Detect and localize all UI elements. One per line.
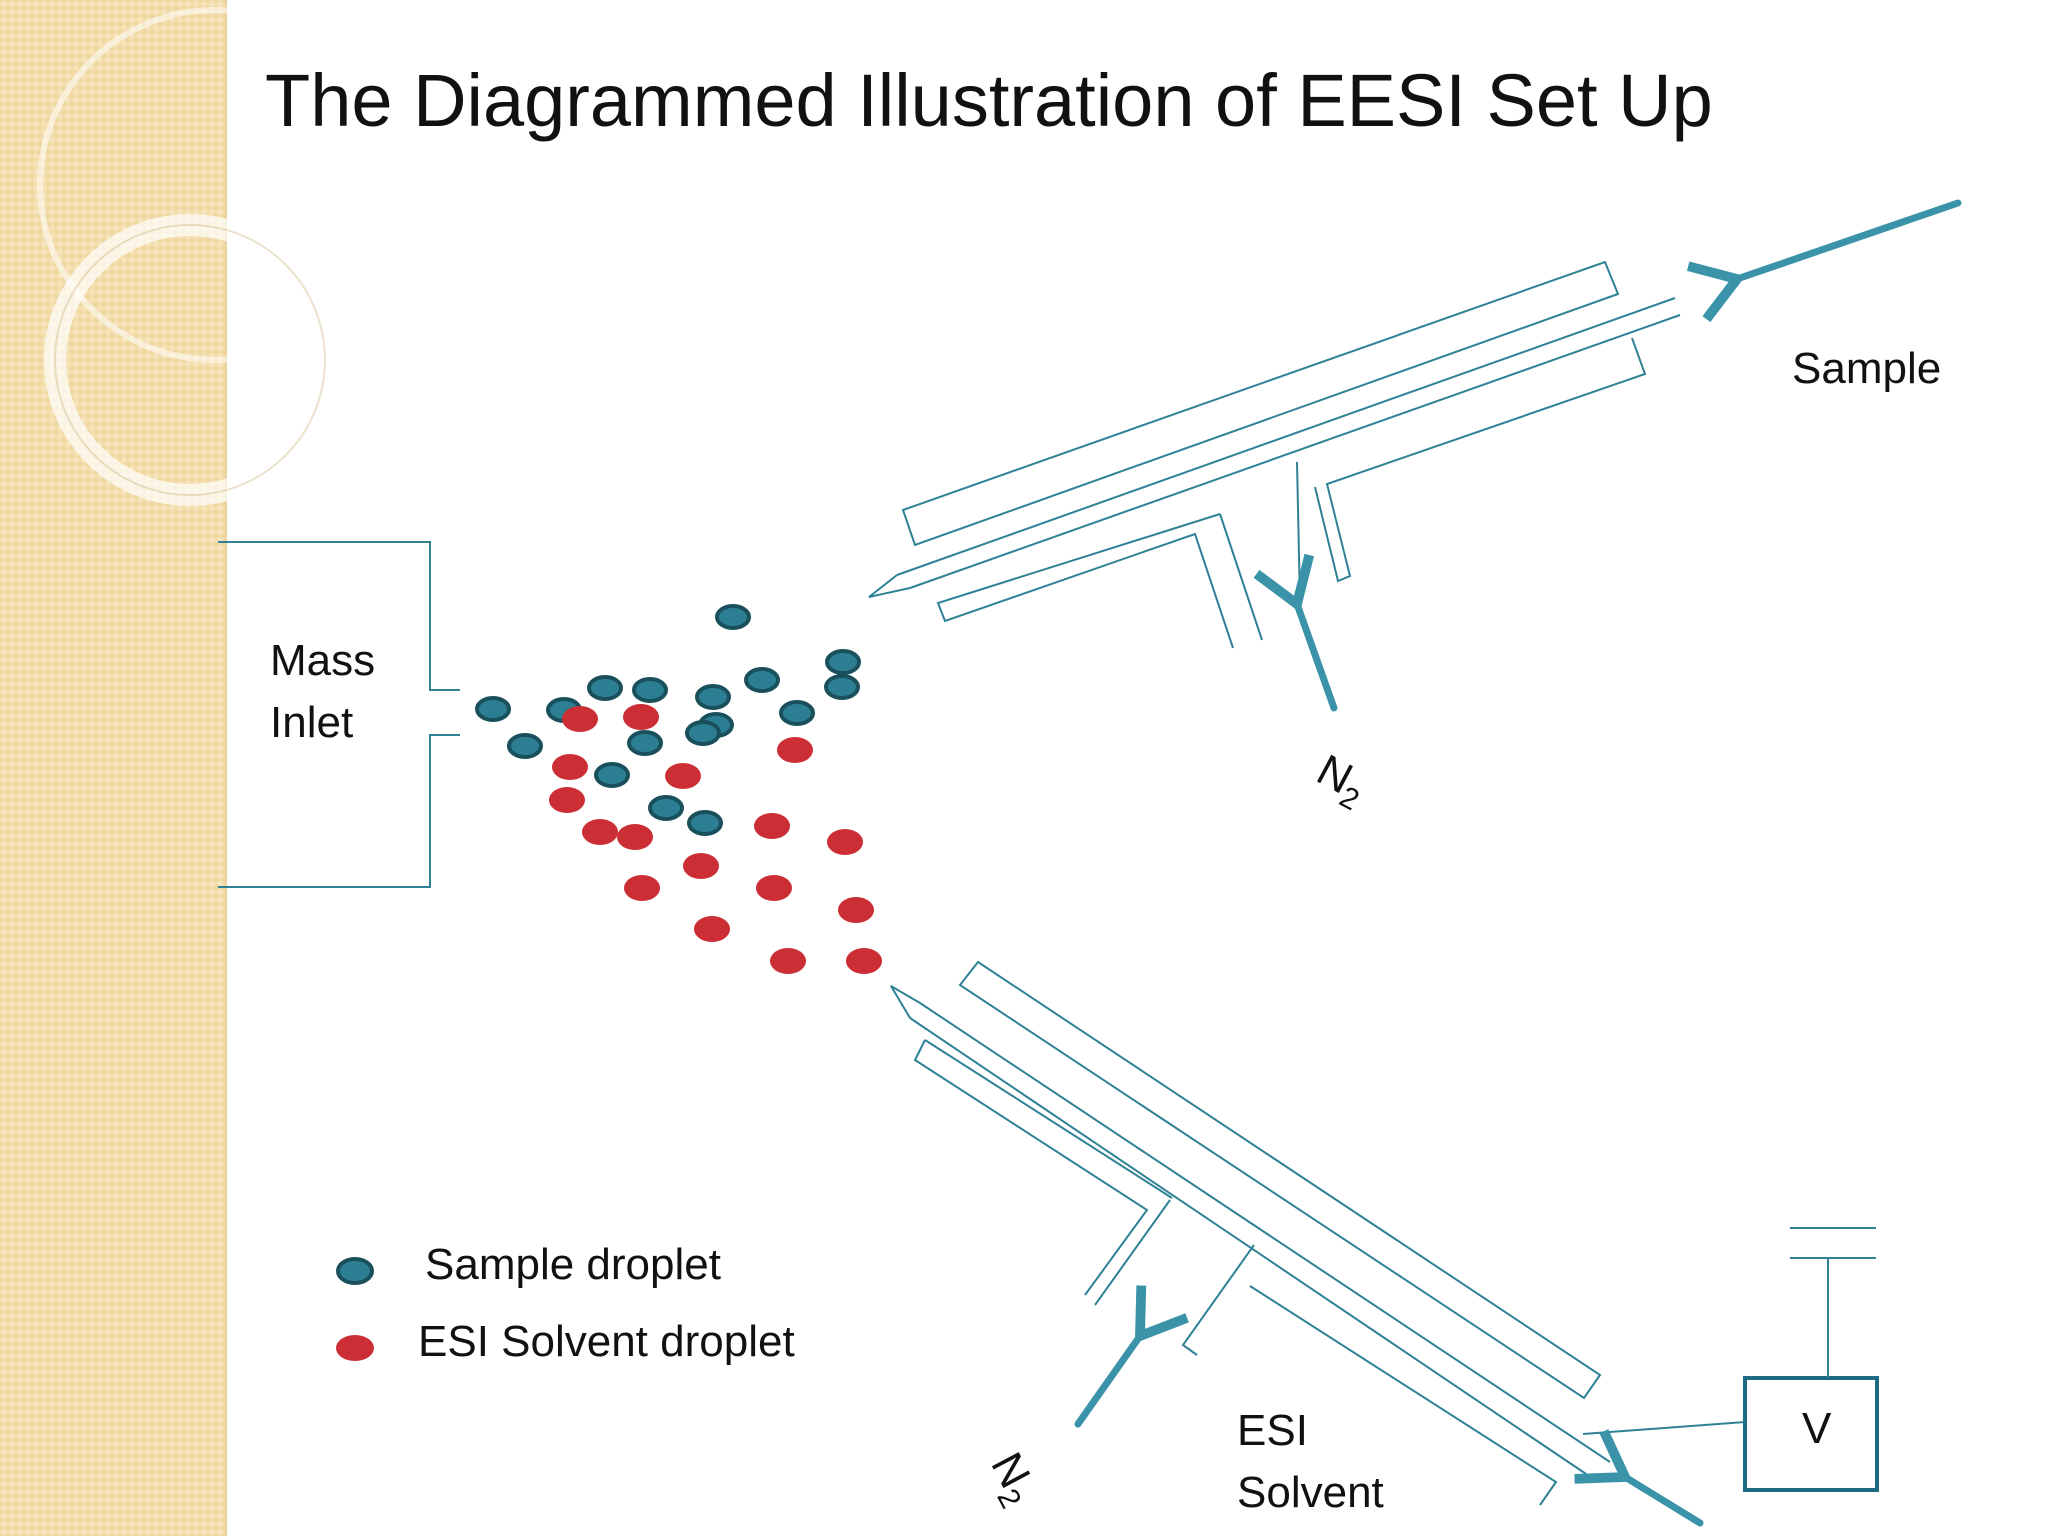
esi-solvent-droplet [617, 824, 653, 850]
sample-droplet [715, 604, 751, 630]
legend-sample-marker [336, 1257, 374, 1285]
esi-solvent-label-line1: ESI [1237, 1406, 1308, 1455]
esi-solvent-flow-arrow [1574, 1429, 1704, 1527]
sample-droplet [627, 730, 663, 756]
mass-inlet-label-line1: Mass [270, 636, 376, 685]
sample-droplets [475, 604, 861, 836]
sample-droplet [744, 667, 780, 693]
esi-solvent-droplet [623, 704, 659, 730]
esi-solvent-droplet [552, 754, 588, 780]
sample-droplet [824, 674, 860, 700]
sample-flow-arrow [1686, 199, 1962, 323]
sample-droplet [475, 696, 511, 722]
esi-solvent-droplet [827, 829, 863, 855]
legend-esi-solvent-droplet: ESI Solvent droplet [418, 1317, 795, 1366]
mass-inlet-label-line2: Inlet [270, 698, 354, 747]
sample-droplet [779, 700, 815, 726]
legend-esi-marker [336, 1335, 374, 1361]
esi-solvent-label-line2: Solvent [1237, 1468, 1384, 1517]
esi-solvent-droplet [562, 706, 598, 732]
sample-droplet [685, 720, 721, 746]
esi-solvent-droplet [665, 763, 701, 789]
sample-droplet [587, 675, 623, 701]
esi-solvent-droplet [846, 948, 882, 974]
esi-solvent-droplet [683, 853, 719, 879]
sample-droplet [632, 677, 668, 703]
esi-solvent-droplet [770, 948, 806, 974]
decorative-rings [37, 7, 393, 506]
n2-upper-arrow [1253, 553, 1338, 712]
esi-solvent-droplet [777, 737, 813, 763]
esi-solvent-droplet [582, 819, 618, 845]
esi-sprayer [890, 960, 1611, 1506]
sample-droplet [687, 810, 723, 836]
legend-sample-droplet: Sample droplet [425, 1240, 721, 1289]
voltage-source [1582, 1227, 1879, 1492]
mass-inlet-bracket [218, 541, 460, 888]
flow-arrows [1074, 199, 1962, 1527]
sample-label: Sample [1792, 344, 1942, 393]
esi-solvent-droplet [756, 875, 792, 901]
esi-solvent-droplet [624, 875, 660, 901]
esi-solvent-droplet [694, 916, 730, 942]
esi-solvent-droplets [549, 704, 882, 974]
sample-droplet [695, 684, 731, 710]
sample-sprayer [868, 260, 1681, 649]
sample-droplet [594, 762, 630, 788]
n2-lower-arrow [1074, 1285, 1189, 1428]
esi-solvent-droplet [549, 787, 585, 813]
esi-solvent-droplet [754, 813, 790, 839]
sample-droplet [507, 733, 543, 759]
sample-droplet [825, 649, 861, 675]
sample-droplet [648, 795, 684, 821]
page-title: The Diagrammed Illustration of EESI Set … [265, 59, 1713, 142]
voltage-label: V [1802, 1404, 1832, 1453]
esi-solvent-droplet [838, 897, 874, 923]
